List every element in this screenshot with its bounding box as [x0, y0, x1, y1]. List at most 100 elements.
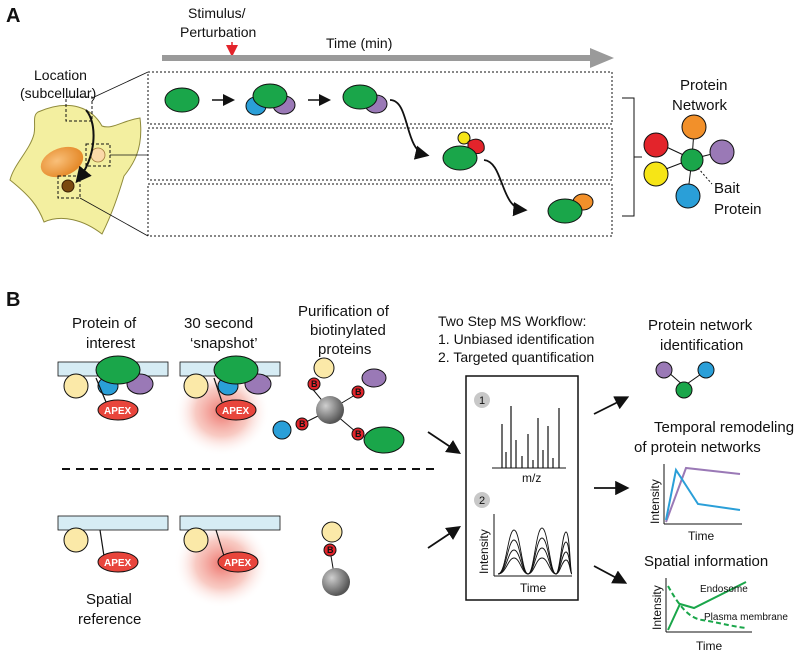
location-row-1 [147, 71, 613, 125]
protein-pale [183, 373, 209, 399]
network-title-2: Network [672, 97, 728, 114]
captured-pale [321, 521, 343, 543]
temporal-xlabel: Time [688, 529, 715, 543]
biotin-tag [307, 377, 321, 391]
xic-peaks [497, 527, 573, 575]
chromatogram-xlabel: Time [520, 581, 547, 595]
zoom-line-1 [91, 71, 149, 99]
endosome-trace [667, 581, 747, 631]
out2-title-2: of protein networks [634, 439, 761, 456]
tether [215, 529, 225, 557]
streptavidin-bead [316, 396, 344, 424]
location-label-1: Location [34, 67, 87, 83]
apex-enzyme [215, 399, 257, 421]
protein-pale [183, 527, 209, 553]
col3-title-3: proteins [318, 341, 371, 358]
col3-title-1: Purification of [298, 303, 390, 320]
ms-title: Two Step MS Workflow: [438, 313, 586, 329]
protein-pale [63, 527, 89, 553]
zoom-box-3 [57, 175, 81, 199]
bait-protein [442, 145, 478, 171]
endosome-label: Endosome [700, 584, 748, 595]
organelle-vesicle [90, 147, 106, 163]
network-title-1: Protein [680, 77, 728, 94]
col1-title-2: interest [86, 335, 136, 352]
time-axis-label: Time (min) [326, 35, 392, 51]
biotin-label: B [311, 379, 318, 389]
network-node-red [643, 132, 669, 158]
panel-a-label: A [6, 5, 20, 27]
time-axis-bar [162, 55, 592, 61]
tether [213, 377, 223, 403]
flow-arrow [427, 431, 461, 454]
out1-title-1: Protein network [648, 317, 753, 334]
apex-label: APEX [224, 558, 252, 569]
bait-label-2: Protein [714, 201, 762, 218]
zoom-box-1 [65, 96, 93, 122]
bait-protein [164, 87, 200, 113]
biotin-label: B [355, 387, 362, 397]
temporal-ylabel: Intensity [648, 479, 662, 524]
network-node-blue [675, 183, 701, 209]
network-node-orange [681, 114, 707, 140]
network-node-yellow [643, 161, 669, 187]
captured-pale [313, 357, 335, 379]
prey-yellow [457, 131, 471, 145]
captured-green [363, 426, 405, 454]
protein-pale [63, 373, 89, 399]
biotin-tag [351, 385, 365, 399]
captured-blue [272, 420, 292, 440]
plasma-membrane-trace [667, 585, 747, 629]
apex-label: APEX [222, 406, 250, 417]
step1-badge [474, 392, 490, 408]
apex-label: APEX [104, 558, 132, 569]
bait-pointer [697, 167, 713, 185]
col3-title-2: biotinylated [310, 322, 386, 339]
out3-title: Spatial information [644, 553, 768, 570]
captured-purple [361, 368, 387, 388]
bait-protein [342, 84, 378, 110]
chromatogram-ylabel: Intensity [477, 529, 491, 574]
flow-arrow [427, 526, 461, 549]
bait-protein [547, 198, 583, 224]
apex-label: APEX [104, 406, 132, 417]
bait-protein [252, 83, 288, 109]
membrane [179, 515, 281, 531]
step2-badge [474, 492, 490, 508]
col2-title-1: 30 second [184, 315, 253, 332]
spatial-ylabel: Intensity [650, 585, 664, 630]
purple-trace [665, 466, 741, 523]
biotin-tag [351, 427, 365, 441]
stimulus-label-2: Perturbation [180, 24, 256, 40]
network-node-bait [680, 148, 704, 172]
mass-spectrum [501, 406, 560, 468]
bait-label-1: Bait [714, 180, 741, 197]
biotin-label: B [355, 429, 362, 439]
plasma-membrane-label: Plasma membrane [704, 612, 788, 623]
transport-arrow [75, 109, 95, 184]
location-row-3 [147, 183, 613, 237]
apex-enzyme [217, 551, 259, 573]
out1-title-2: identification [660, 337, 743, 354]
spatial-xlabel: Time [696, 639, 723, 653]
step1-badge-label: 1 [479, 395, 485, 407]
transition-arrow-1 [389, 99, 430, 160]
network-bracket [622, 97, 642, 217]
mini-node-green [675, 381, 693, 399]
tether [99, 529, 105, 557]
apex-enzyme [97, 551, 139, 573]
membrane [57, 515, 169, 531]
nucleus [40, 146, 84, 178]
blue-trace [665, 467, 741, 521]
tether [95, 377, 107, 403]
panel-b-label: B [6, 289, 20, 311]
time-axis-arrowhead [590, 48, 614, 68]
out2-title-1: Temporal remodeling [654, 419, 794, 436]
location-row-2 [147, 127, 613, 181]
output-arrow [593, 565, 628, 584]
ms-step1-text: 1. Unbiased identification [438, 331, 594, 347]
output-arrow [593, 396, 630, 415]
col1-title-1: Protein of [72, 315, 137, 332]
biotin-label: B [327, 545, 334, 555]
